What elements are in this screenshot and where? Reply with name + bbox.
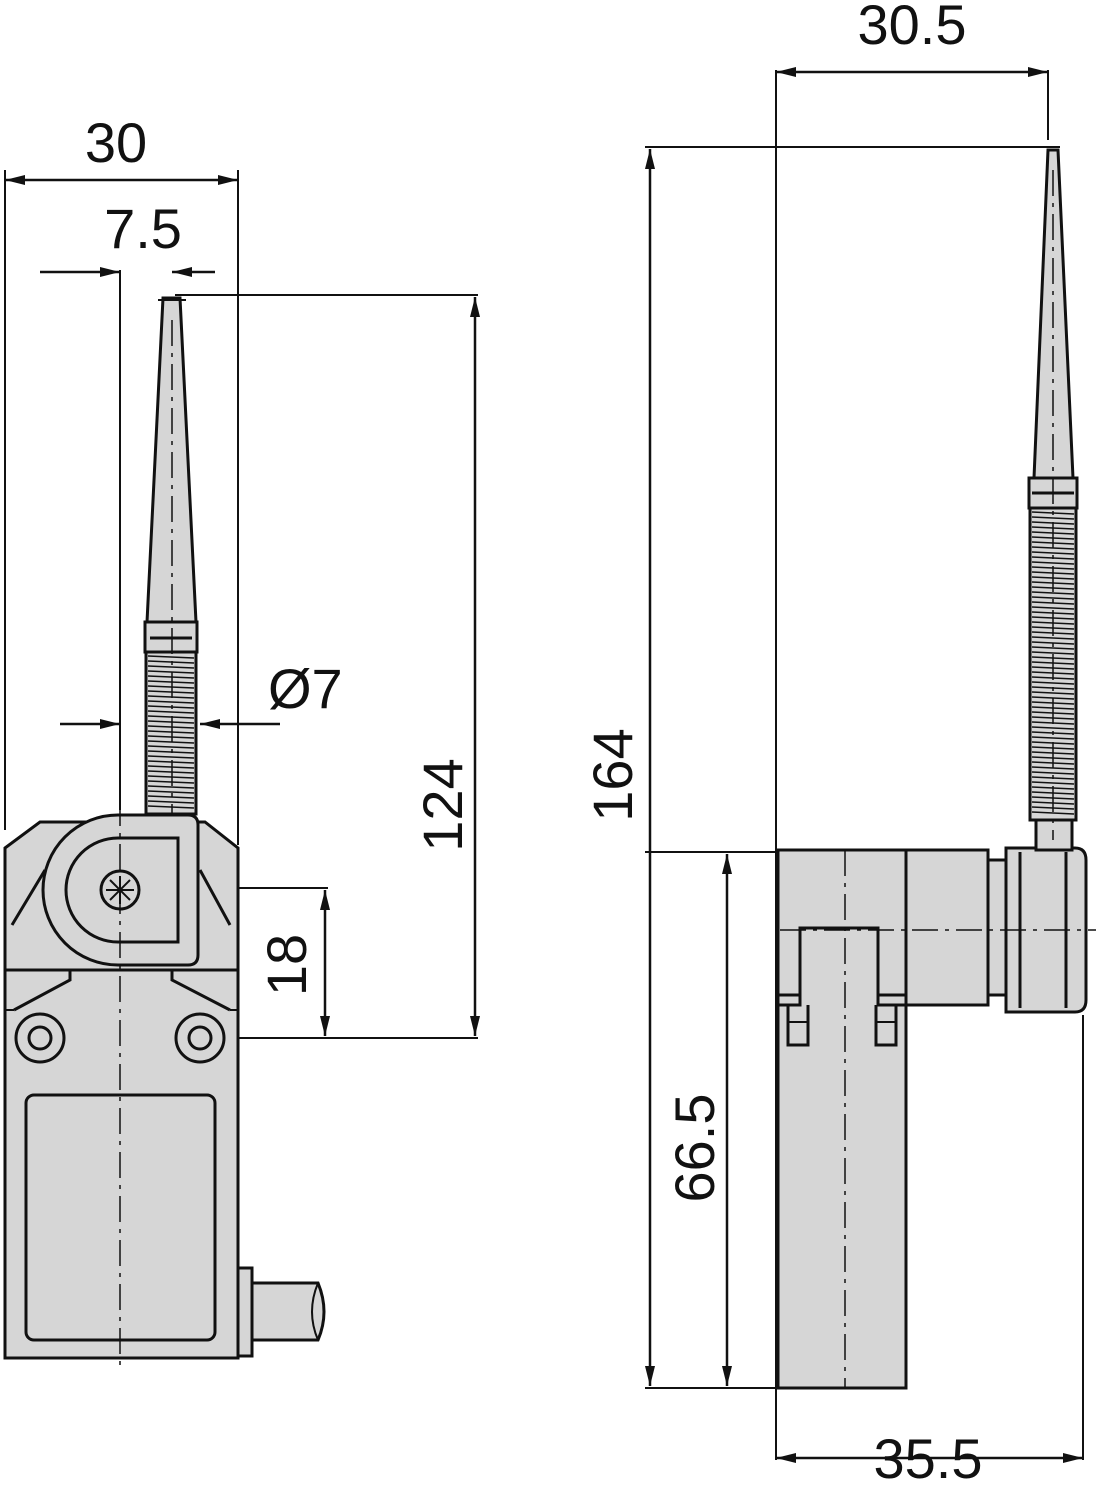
front-rod (143, 296, 199, 816)
spring-coil (1031, 591, 1075, 595)
spring-coil (1031, 726, 1075, 730)
spring-coil (147, 740, 195, 744)
side-housing (776, 848, 990, 1390)
dim-body-height: 66.5 (663, 1094, 726, 1203)
front-view: 30 7.5 Ø7 124 18 (3, 111, 480, 1365)
dim-total-height: 164 (581, 728, 644, 821)
spring-coil (147, 655, 195, 659)
spring-coil (147, 700, 195, 704)
spring-coil (1031, 646, 1075, 650)
spring-coil (147, 690, 195, 694)
spring-coil (1031, 681, 1075, 685)
spring-coil (147, 805, 195, 809)
spring-coil (1031, 606, 1075, 610)
spring-coil (1031, 736, 1075, 740)
spring-coil (147, 795, 195, 799)
spring-coil (147, 665, 195, 669)
spring-coil (147, 760, 195, 764)
spring-coil (1031, 561, 1075, 565)
spring-coil (1031, 651, 1075, 655)
spring-coil (147, 725, 195, 729)
spring-coil (147, 780, 195, 784)
dim-pivot-offset: 18 (255, 934, 318, 996)
side-pivot (986, 846, 1088, 1014)
spring-coil (147, 785, 195, 789)
spring-coil (147, 750, 195, 754)
front-head (3, 813, 240, 972)
dim-width-front: 30 (85, 111, 147, 174)
spring-coil (147, 800, 195, 804)
dim-rod-offset-front: 7.5 (104, 197, 182, 260)
spring-coil (1031, 551, 1075, 555)
spring-coil (147, 710, 195, 714)
mounting-hole-right (174, 1012, 226, 1064)
spring-coil (1031, 691, 1075, 695)
spring-coil (147, 745, 195, 749)
spring-coil (147, 685, 195, 689)
spring-coil (1031, 596, 1075, 600)
spring-coil (1031, 781, 1075, 785)
side-view: 30.5 164 66.5 35.5 (581, 0, 1096, 1490)
spring-coil (147, 720, 195, 724)
spring-coil (1031, 636, 1075, 640)
spring-coil (147, 705, 195, 709)
spring-coil (147, 670, 195, 674)
dim-depth: 35.5 (874, 1427, 983, 1490)
spring-coil (147, 730, 195, 734)
mounting-hole-left (14, 1012, 66, 1064)
dim-rod-diameter: Ø7 (268, 657, 343, 720)
spring-coil (147, 765, 195, 769)
dim-rod-offset-side: 30.5 (858, 0, 967, 56)
front-housing (3, 968, 326, 1360)
spring-coil (147, 775, 195, 779)
spring-coil (1031, 771, 1075, 775)
spring-coil (147, 755, 195, 759)
spring-coil (147, 675, 195, 679)
spring-coil (147, 660, 195, 664)
spring-coil (147, 715, 195, 719)
spring-coil (1031, 516, 1075, 520)
spring-coil (147, 770, 195, 774)
spring-coil (1031, 811, 1075, 815)
dim-rod-height: 124 (411, 758, 474, 851)
spring-coil (147, 790, 195, 794)
spring-coil (147, 735, 195, 739)
spring-coil (147, 680, 195, 684)
spring-coil (147, 695, 195, 699)
